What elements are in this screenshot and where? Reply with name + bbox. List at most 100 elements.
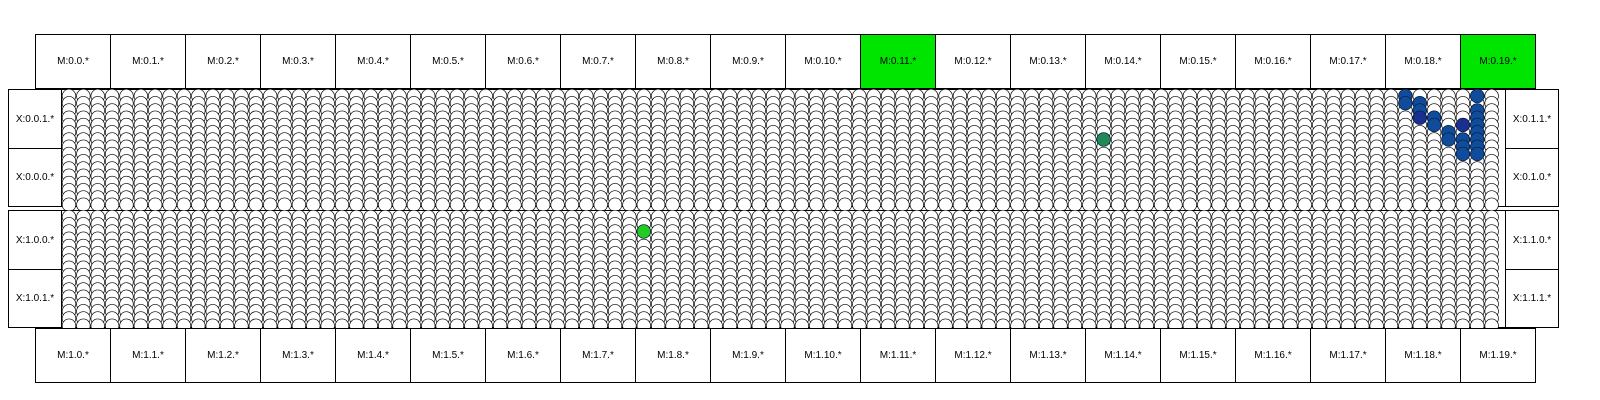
module-box: M:1.17.*: [1310, 328, 1386, 383]
side-label-left: X:1.0.1.*: [8, 269, 62, 328]
active-node: [1412, 110, 1427, 125]
active-node: [1426, 117, 1442, 133]
grid-node: [277, 197, 292, 211]
grid-node: [909, 197, 924, 211]
grid-node: [536, 197, 551, 211]
grid-node: [1355, 197, 1370, 211]
module-box: M:1.12.*: [935, 328, 1011, 383]
grid-node: [1484, 197, 1499, 211]
grid-node: [952, 197, 968, 211]
grid-node: [737, 197, 752, 211]
grid-node: [306, 197, 321, 211]
grid-node: [981, 197, 996, 211]
module-box: M:0.15.*: [1160, 34, 1236, 89]
grid-node: [708, 197, 723, 211]
module-box: M:1.15.*: [1160, 328, 1236, 383]
grid-node: [1254, 197, 1269, 211]
grid-node: [1125, 197, 1140, 211]
module-box: M:1.9.*: [710, 328, 786, 383]
side-label-right: X:0.1.0.*: [1505, 148, 1559, 207]
side-label-left: X:0.0.0.*: [8, 148, 62, 207]
grid-node: [104, 197, 120, 211]
grid-node: [191, 197, 206, 211]
module-box: M:0.11.*: [860, 34, 936, 89]
grid-node: [377, 197, 393, 211]
grid-node: [1427, 197, 1442, 211]
grid-node: [765, 197, 781, 211]
grid-node: [76, 197, 91, 211]
grid-node: [1383, 197, 1399, 211]
grid-node: [1039, 197, 1054, 211]
grid-node: [852, 197, 867, 211]
grid-node: [478, 197, 493, 211]
grid-node: [579, 197, 594, 211]
grid-node: [1082, 197, 1097, 211]
grid-node: [866, 197, 881, 211]
grid-node: [722, 197, 738, 211]
grid-node: [1398, 197, 1413, 211]
grid-node: [651, 197, 666, 211]
grid-node: [1268, 197, 1284, 211]
grid-node: [1024, 197, 1039, 211]
grid-node: [492, 197, 508, 211]
module-box: M:1.18.*: [1385, 328, 1461, 383]
module-box: M:1.3.*: [260, 328, 336, 383]
grid-node: [880, 197, 896, 211]
module-box: M:0.13.*: [1010, 34, 1086, 89]
module-box: M:1.2.*: [185, 328, 261, 383]
node-grid: [61, 89, 1499, 211]
grid-node: [1182, 197, 1198, 211]
grid-node: [320, 197, 335, 211]
grid-node: [895, 197, 910, 211]
active-node: [1455, 146, 1471, 162]
grid-node: [349, 197, 364, 211]
grid-node: [665, 197, 680, 211]
grid-node: [219, 197, 235, 211]
grid-node: [1312, 197, 1327, 211]
grid-node: [1326, 197, 1341, 211]
grid-node: [291, 197, 307, 211]
grid-node: [1010, 197, 1025, 211]
grid-node: [507, 197, 522, 211]
grid-node: [564, 197, 580, 211]
grid-node: [1412, 197, 1427, 211]
grid-node: [435, 197, 450, 211]
module-box: M:1.10.*: [785, 328, 861, 383]
grid-node: [1211, 197, 1226, 211]
active-node: [1455, 117, 1471, 133]
module-box: M:1.11.*: [860, 328, 936, 383]
module-box: M:0.14.*: [1085, 34, 1161, 89]
grid-node: [1153, 197, 1169, 211]
grid-node: [1283, 197, 1298, 211]
grid-node: [823, 197, 838, 211]
grid-node: [205, 197, 220, 211]
grid-node: [1168, 197, 1183, 211]
module-box: M:0.8.*: [635, 34, 711, 89]
active-node: [636, 224, 651, 239]
active-node: [1441, 132, 1456, 147]
grid-node: [550, 197, 565, 211]
grid-node: [1340, 197, 1356, 211]
grid-node: [1067, 197, 1083, 211]
grid-node: [234, 197, 249, 211]
grid-node: [1096, 197, 1111, 211]
active-node: [1398, 96, 1413, 111]
grid-node: [1455, 197, 1471, 211]
grid-node: [1139, 197, 1154, 211]
node-grid: [61, 210, 1499, 332]
grid-node: [1369, 197, 1384, 211]
module-box: M:0.7.*: [560, 34, 636, 89]
active-node: [1470, 89, 1485, 104]
grid-node: [1225, 197, 1241, 211]
grid-node: [334, 197, 350, 211]
grid-node: [967, 197, 982, 211]
grid-node: [449, 197, 465, 211]
module-box: M:1.5.*: [410, 328, 486, 383]
grid-node: [1441, 197, 1456, 211]
grid-node: [794, 197, 810, 211]
grid-node: [679, 197, 695, 211]
module-box: M:1.8.*: [635, 328, 711, 383]
grid-node: [61, 197, 77, 211]
grid-node: [363, 197, 378, 211]
module-box: M:0.0.*: [35, 34, 111, 89]
